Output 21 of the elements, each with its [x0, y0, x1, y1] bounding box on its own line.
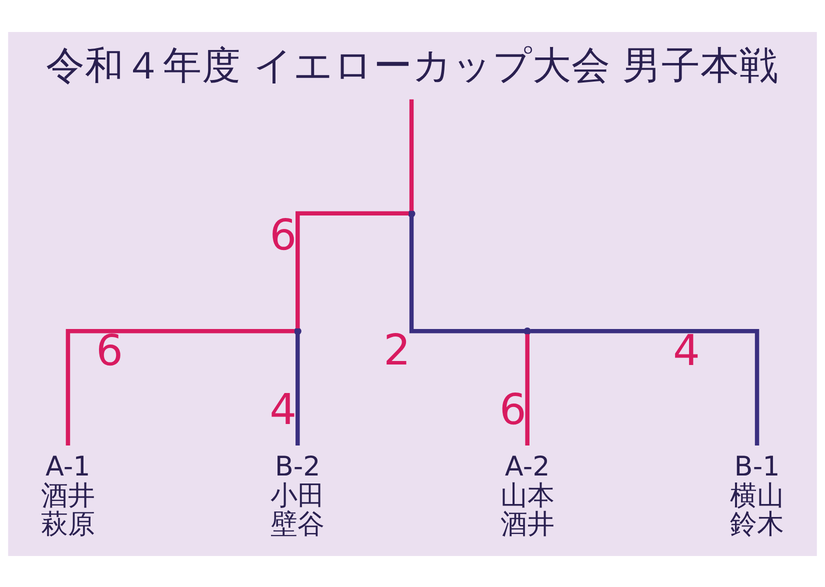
- connector: [530, 328, 760, 446]
- connector: [296, 334, 300, 446]
- node-text: B-2 小田 壁谷: [270, 450, 325, 540]
- edge-label: 4: [673, 326, 700, 376]
- edge-label: 6: [270, 210, 297, 260]
- edge-label: 2: [384, 326, 411, 375]
- node-point: [408, 210, 416, 217]
- edge-label: 4: [270, 385, 297, 434]
- edge-label: 6: [96, 326, 124, 376]
- diagram-title: 令和４年度 イエローカップ大会 男子本戦: [46, 42, 779, 88]
- edge-label: 6: [499, 385, 526, 434]
- connector: [525, 334, 530, 446]
- connector: [66, 328, 294, 446]
- node-text: B-1 横山 鈴木: [730, 450, 784, 540]
- connector: [409, 216, 524, 333]
- connector: [296, 210, 409, 328]
- node-text: A-1 酒井 萩原: [40, 450, 95, 540]
- node-point: [524, 327, 532, 334]
- node-text: A-2 山本 酒井: [500, 450, 554, 540]
- connector: [409, 98, 414, 210]
- node-point: [294, 327, 302, 334]
